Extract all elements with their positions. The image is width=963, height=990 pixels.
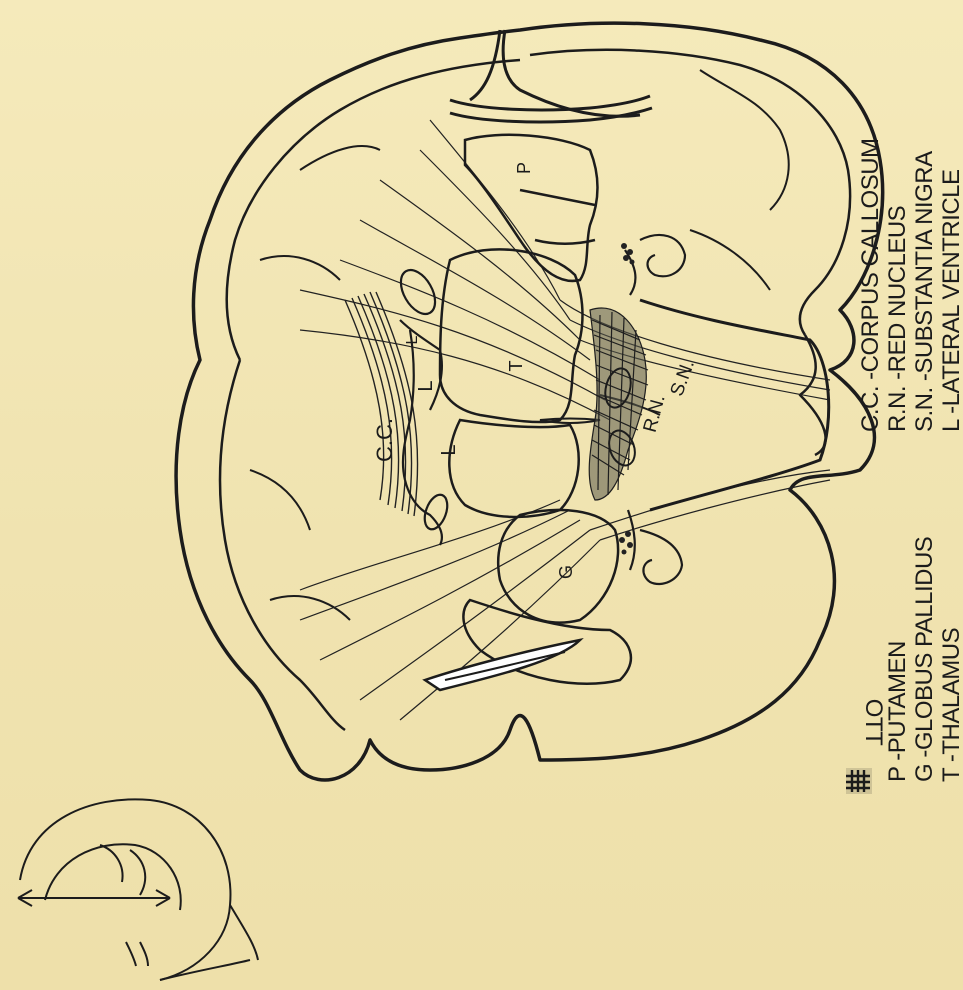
label-l-small: L <box>404 335 421 344</box>
legend-hash-text: OTT <box>860 699 887 746</box>
plane-arrow-icon <box>18 890 170 906</box>
legend-hash-icon <box>846 768 872 794</box>
legend-thalamus: T -THALAMUS <box>938 628 963 782</box>
label-sn: S.N. <box>667 357 699 399</box>
label-t: T <box>506 361 526 372</box>
label-cc: C.C. <box>372 418 397 462</box>
label-l-upper: L <box>415 380 437 391</box>
legend-substantia-nigra: S.N. -SUBSTANTIA NIGRA <box>911 151 938 432</box>
longitudinal-fissure <box>450 30 652 122</box>
legend-lateral-ventricle: L -LATERAL VENTRICLE <box>938 169 963 432</box>
legend-globus-pallidus: G -GLOBUS PALLIDUS <box>911 537 938 782</box>
legend-corpus-callosum: C.C. -CORPUS CALLOSUM <box>857 138 884 432</box>
putamen-upper <box>465 135 598 281</box>
label-l-lower: L <box>438 444 460 455</box>
legend-red-nucleus: R.N. -RED NUCLEUS <box>884 206 911 432</box>
hippocampus-upper <box>625 235 685 295</box>
label-g: G <box>556 565 576 579</box>
legend-putamen: P -PUTAMEN <box>884 641 911 782</box>
label-p: P <box>514 162 534 174</box>
inset-head-sketch <box>18 799 258 980</box>
thalamus <box>440 249 583 517</box>
hippocampus-lower <box>628 510 682 584</box>
cortex-folds <box>250 70 789 620</box>
